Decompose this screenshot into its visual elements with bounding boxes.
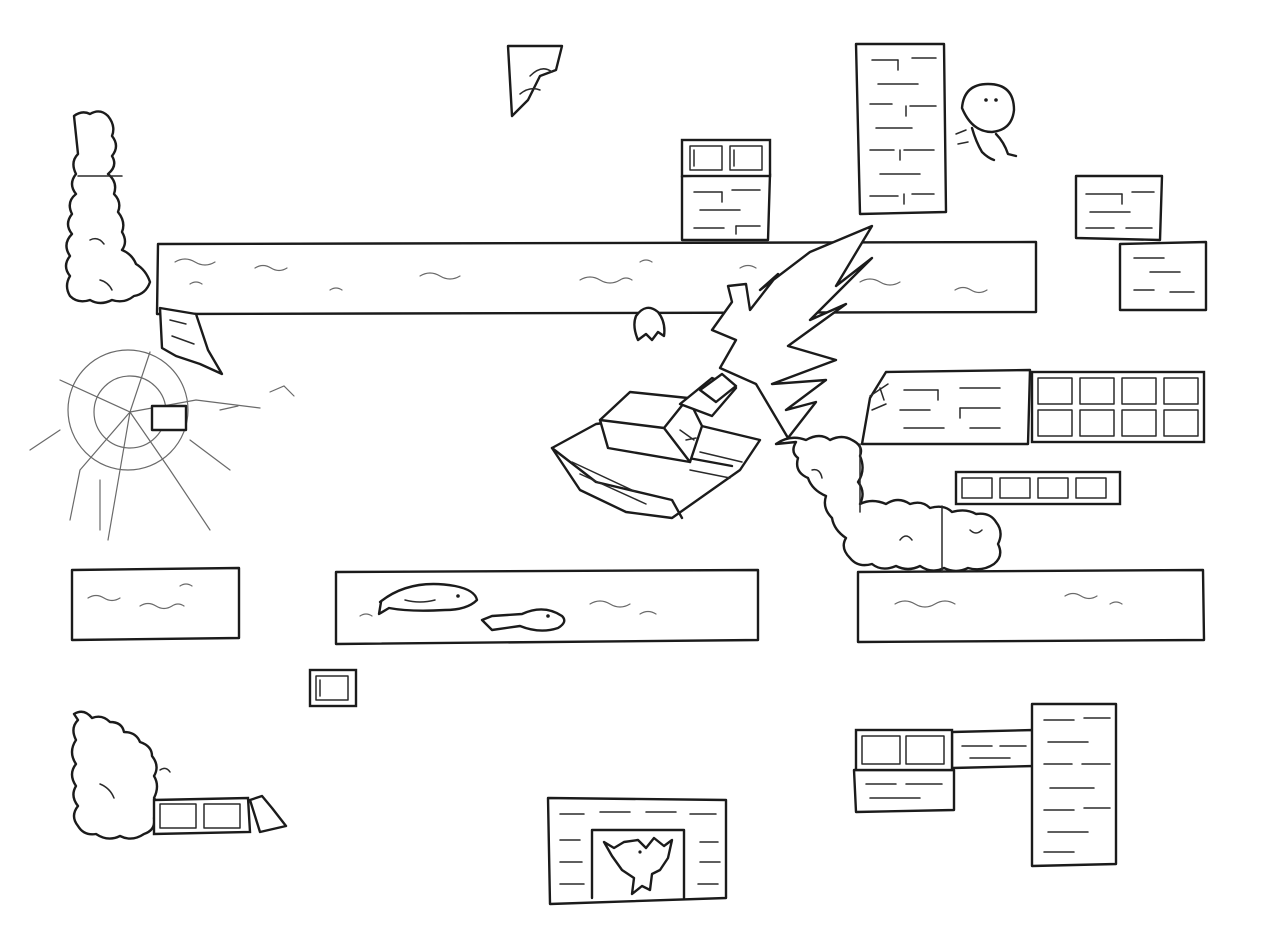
enemy-creature-icon xyxy=(955,82,1018,162)
brick-wall-icon xyxy=(852,768,956,814)
fish-icon xyxy=(480,608,566,632)
brick-wall-icon xyxy=(1030,702,1118,868)
eagle-base-icon xyxy=(546,796,728,906)
water-top xyxy=(155,240,1038,316)
brick-wall-icon xyxy=(950,728,1036,770)
steel-block-icon xyxy=(152,796,252,836)
brick-wall-icon xyxy=(1118,240,1208,312)
steel-block-icon xyxy=(1030,370,1206,444)
water-middle xyxy=(334,568,760,646)
shovel-powerup-icon xyxy=(506,44,564,118)
steel-block-icon xyxy=(308,668,358,708)
steel-block-icon xyxy=(150,404,188,432)
brick-wall-icon xyxy=(860,368,1032,446)
player-tank-icon xyxy=(550,372,762,520)
water-left xyxy=(70,566,241,642)
ghost-icon xyxy=(633,306,666,342)
bush-right-cluster xyxy=(774,434,1002,573)
water-right xyxy=(856,568,1206,644)
steel-block-icon xyxy=(680,138,772,178)
bush-left-column xyxy=(64,110,152,305)
bush-bottom-left xyxy=(70,710,171,840)
brick-wall-icon xyxy=(854,42,948,216)
brick-wall-icon xyxy=(680,172,772,242)
brick-wall-icon xyxy=(1074,174,1164,242)
steel-block-icon xyxy=(854,728,954,772)
steel-block-icon xyxy=(954,470,1122,506)
explosion-icon xyxy=(710,224,889,440)
broken-block xyxy=(248,794,288,834)
fish-icon xyxy=(377,582,479,616)
broken-block xyxy=(158,306,224,376)
ice-crack-icon xyxy=(29,349,295,541)
